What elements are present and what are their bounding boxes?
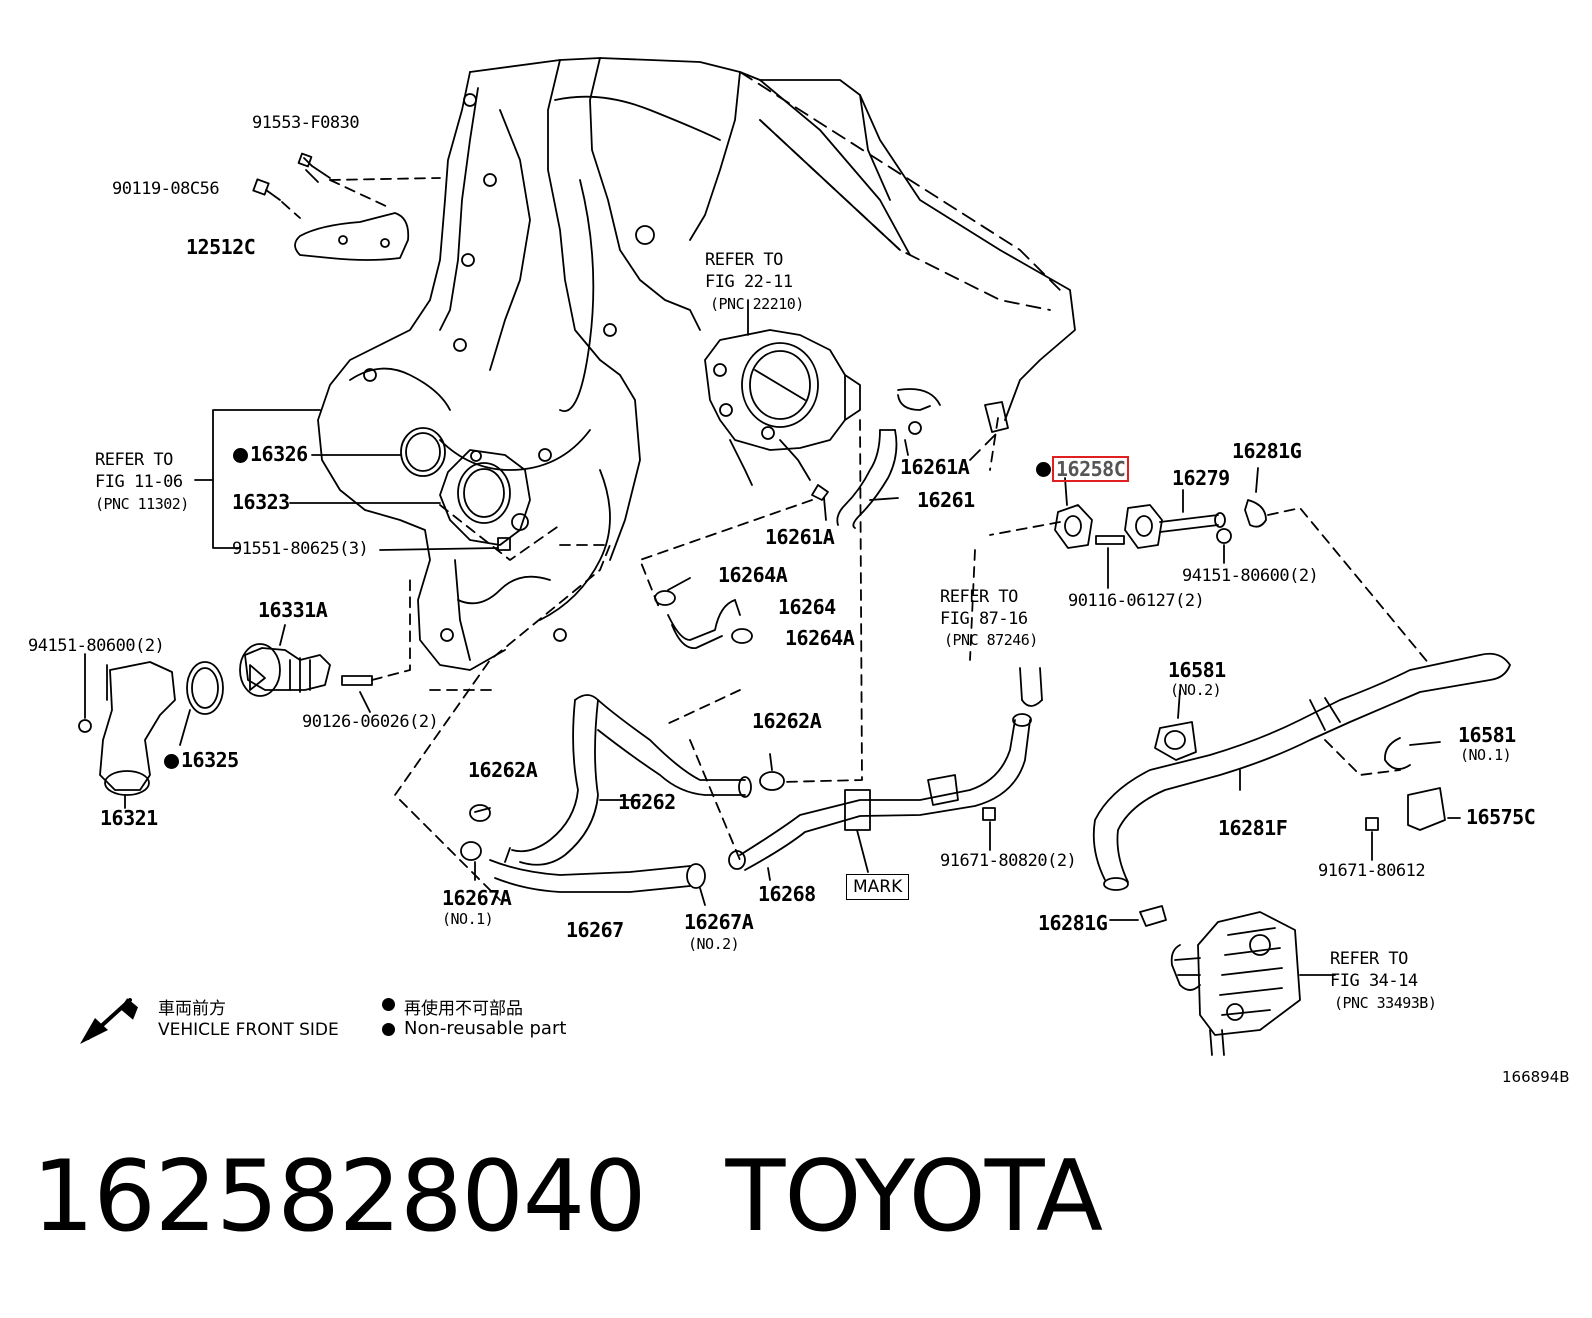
label-16267a-no1: 16267A (442, 886, 512, 910)
label-16581-no1-sub: (NO.1) (1460, 746, 1512, 764)
label-16575c: 16575C (1466, 805, 1536, 829)
label-16321: 16321 (100, 806, 158, 830)
label-16581-no2-sub: (NO.2) (1170, 681, 1222, 699)
label-16331a: 16331A (258, 598, 328, 622)
refer-fig-22-11-line1: REFER TO (705, 250, 783, 270)
label-16267a-no2: 16267A (684, 910, 754, 934)
refer-fig-34-14-line1: REFER TO (1330, 949, 1408, 969)
label-94151-80600-left: 94151-80600(2) (28, 636, 165, 656)
label-16281g-bottom: 16281G (1038, 911, 1108, 935)
label-91671-80612: 91671-80612 (1318, 861, 1426, 881)
refer-fig-11-06-line2: FIG 11-06 (95, 472, 183, 492)
refer-fig-34-14-line2: FIG 34-14 (1330, 971, 1418, 991)
refer-fig-87-16-line3: (PNC 87246) (944, 631, 1038, 649)
label-16323: 16323 (232, 490, 290, 514)
legend-bullet (382, 998, 395, 1011)
label-16281f: 16281F (1218, 816, 1288, 840)
refer-fig-22-11-line3: (PNC 22210) (710, 295, 804, 313)
label-16264: 16264 (778, 595, 836, 619)
refer-fig-22-11-line2: FIG 22-11 (705, 272, 793, 292)
label-16261a-bottom: 16261A (765, 525, 835, 549)
label-94151-80600-right: 94151-80600(2) (1182, 566, 1319, 586)
non-reusable-marker (164, 754, 179, 769)
label-90126-06026: 90126-06026(2) (302, 712, 439, 732)
non-reusable-marker (233, 448, 248, 463)
refer-fig-87-16-line2: FIG 87-16 (940, 609, 1028, 629)
label-16264a-bottom: 16264A (785, 626, 855, 650)
legend-nonreuse-jp: 再使用不可部品 (404, 999, 523, 1019)
refer-fig-87-16-line1: REFER TO (940, 587, 1018, 607)
oil-cooler (1170, 911, 1336, 1056)
label-16325: 16325 (181, 748, 239, 772)
legend-bullet (382, 1023, 395, 1036)
label-90119-08c56: 90119-08C56 (112, 179, 220, 199)
label-16281g-top: 16281G (1232, 439, 1302, 463)
throttle-body (704, 299, 861, 486)
refer-fig-11-06-line1: REFER TO (95, 450, 173, 470)
non-reusable-marker (1036, 462, 1051, 477)
label-91553-f0830: 91553-F0830 (252, 113, 360, 133)
label-90116-06127: 90116-06127(2) (1068, 591, 1205, 611)
label-16326: 16326 (250, 442, 308, 466)
refer-fig-34-14-line3: (PNC 33493B) (1334, 994, 1437, 1012)
timing-cover-outline (317, 57, 1076, 671)
label-16261: 16261 (917, 488, 975, 512)
label-16267a-no2-sub: (NO.2) (688, 935, 740, 953)
legend-front-en: VEHICLE FRONT SIDE (158, 1020, 339, 1040)
label-16279: 16279 (1172, 466, 1230, 490)
label-91551-80625: 91551-80625(3) (232, 539, 369, 559)
label-16581-no2: 16581 (1168, 658, 1226, 682)
legend-nonreuse-en: Non-reusable part (404, 1018, 567, 1039)
label-16262a-left: 16262A (468, 758, 538, 782)
label-16267: 16267 (566, 918, 624, 942)
mark-label: MARK (846, 874, 910, 900)
caption: 1625828040 TOYOTA (32, 1140, 1104, 1254)
label-16264a-top: 16264A (718, 563, 788, 587)
caption-brand: TOYOTA (725, 1140, 1104, 1254)
legend-front-jp: 車両前方 (158, 999, 226, 1019)
label-16262a-right: 16262A (752, 709, 822, 733)
figure-id: 166894B (1502, 1068, 1570, 1086)
caption-part-number: 1625828040 (32, 1140, 647, 1254)
label-16267a-no1-sub: (NO.1) (442, 910, 494, 928)
label-91671-80820: 91671-80820(2) (940, 851, 1077, 871)
label-16268: 16268 (758, 882, 816, 906)
refer-fig-11-06-line3: (PNC 11302) (95, 495, 189, 513)
label-16261a-top: 16261A (900, 455, 970, 479)
label-16581-no1: 16581 (1458, 723, 1516, 747)
label-16258-highlighted[interactable]: 16258C (1052, 456, 1130, 482)
label-16262: 16262 (618, 790, 676, 814)
label-12512c: 12512C (186, 235, 256, 259)
